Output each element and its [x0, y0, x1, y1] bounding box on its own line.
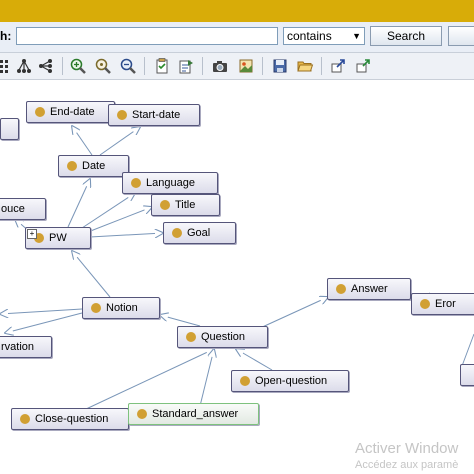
search-mode-value: contains	[287, 29, 332, 43]
class-icon	[336, 284, 346, 294]
filter-icon[interactable]	[152, 56, 172, 76]
edge-date-end-date	[72, 126, 93, 156]
class-icon	[240, 376, 250, 386]
node-label: Goal	[187, 227, 211, 239]
toolbar-separator	[262, 57, 263, 75]
class-icon	[131, 178, 141, 188]
activation-watermark-title: Activer Window	[355, 440, 459, 457]
network-icon[interactable]	[36, 56, 56, 76]
class-icon	[420, 299, 430, 309]
edge-pw-date	[67, 179, 90, 228]
graph-node-source[interactable]: ouce	[0, 198, 46, 220]
class-icon	[160, 200, 170, 210]
zoom-in-icon[interactable]	[68, 56, 88, 76]
node-label: Start-date	[132, 109, 181, 121]
node-label: Notion	[106, 302, 138, 314]
edge-open-question-question	[236, 349, 273, 371]
node-label: End-date	[50, 106, 95, 118]
edge-eror-right	[461, 333, 474, 367]
class-icon	[186, 332, 196, 342]
open-folder-icon[interactable]	[295, 56, 315, 76]
graph-node-answer[interactable]: Answer	[327, 278, 411, 300]
class-icon	[34, 233, 44, 243]
layout-grid-icon[interactable]	[0, 56, 16, 76]
toolbar-separator	[144, 57, 145, 75]
config-icon[interactable]	[176, 56, 196, 76]
graph-node-pw[interactable]: PW	[25, 227, 91, 249]
graph-node-standard-answer[interactable]: Standard_answer	[128, 403, 259, 425]
search-mode-select[interactable]: contains ▼	[283, 27, 365, 45]
search-button[interactable]: Search	[370, 26, 442, 46]
node-label: rvation	[1, 341, 35, 353]
export-icon[interactable]	[236, 56, 256, 76]
edge-question-notion	[160, 315, 201, 327]
edge-question-answer	[257, 297, 328, 330]
node-label: Language	[146, 177, 195, 189]
class-icon	[172, 228, 182, 238]
node-label: Question	[201, 331, 246, 343]
camera-icon[interactable]	[210, 56, 230, 76]
graph-node-close-question[interactable]: Close-question	[11, 408, 129, 430]
node-label: Eror	[435, 298, 456, 310]
graph-node-eror[interactable]: Eror	[411, 293, 474, 315]
toolbar	[0, 53, 474, 80]
class-icon	[137, 409, 147, 419]
graph-node-date[interactable]: Date	[58, 155, 129, 177]
title-bar	[0, 0, 474, 22]
node-label: PW	[49, 232, 67, 244]
node-label: Open-question	[255, 375, 328, 387]
hierarchy-icon[interactable]	[14, 56, 34, 76]
node-label: ouce	[1, 203, 25, 215]
node-label: Standard_answer	[152, 408, 239, 420]
toolbar-separator	[321, 57, 322, 75]
toolbar-separator	[62, 57, 63, 75]
graph-node-observation[interactable]: rvation	[0, 336, 52, 358]
zoom-reset-icon[interactable]	[93, 56, 113, 76]
class-icon	[20, 414, 30, 424]
edge-close-question-question	[83, 349, 214, 411]
graph-node-question[interactable]: Question	[177, 326, 268, 348]
graph-node-partial[interactable]	[0, 118, 19, 140]
search-bar: h: contains ▼ Search	[0, 22, 474, 53]
save-icon[interactable]	[270, 56, 290, 76]
edge-notion-pw	[72, 251, 111, 298]
graph-node-language[interactable]: Language	[122, 172, 218, 194]
chevron-down-icon: ▼	[352, 31, 361, 41]
graph-node-partial-right[interactable]	[460, 364, 474, 386]
node-label: Answer	[351, 283, 388, 295]
expand-icon[interactable]	[328, 56, 348, 76]
graph-node-end-date[interactable]: End-date	[26, 101, 115, 123]
edge-standard-answer-question	[199, 349, 214, 407]
edge-date-start-date	[99, 127, 140, 156]
edge-pw-language	[81, 193, 135, 229]
node-label: Title	[175, 199, 196, 211]
edge-pw-title	[87, 207, 152, 233]
graph-node-open-question[interactable]: Open-question	[231, 370, 349, 392]
class-icon	[35, 107, 45, 117]
search-extra-button[interactable]	[448, 26, 474, 46]
graph-node-title[interactable]: Title	[151, 194, 220, 216]
class-icon	[91, 303, 101, 313]
pin-icon[interactable]	[353, 56, 373, 76]
class-icon	[117, 110, 127, 120]
class-icon	[67, 161, 77, 171]
search-label: h:	[0, 29, 12, 43]
edge-notion-observation	[5, 312, 83, 333]
node-label: Close-question	[35, 413, 109, 425]
graph-node-goal[interactable]: Goal	[163, 222, 236, 244]
zoom-out-icon[interactable]	[118, 56, 138, 76]
search-input[interactable]	[16, 27, 278, 45]
edge-notion-left	[0, 308, 83, 314]
activation-watermark-subtitle: Accédez aux paramè	[355, 459, 459, 471]
edge-pw-goal	[89, 233, 163, 237]
expand-toggle[interactable]: +	[27, 229, 37, 239]
toolbar-separator	[202, 57, 203, 75]
graph-node-start-date[interactable]: Start-date	[108, 104, 200, 126]
node-label: Date	[82, 160, 106, 172]
graph-node-notion[interactable]: Notion	[82, 297, 160, 319]
